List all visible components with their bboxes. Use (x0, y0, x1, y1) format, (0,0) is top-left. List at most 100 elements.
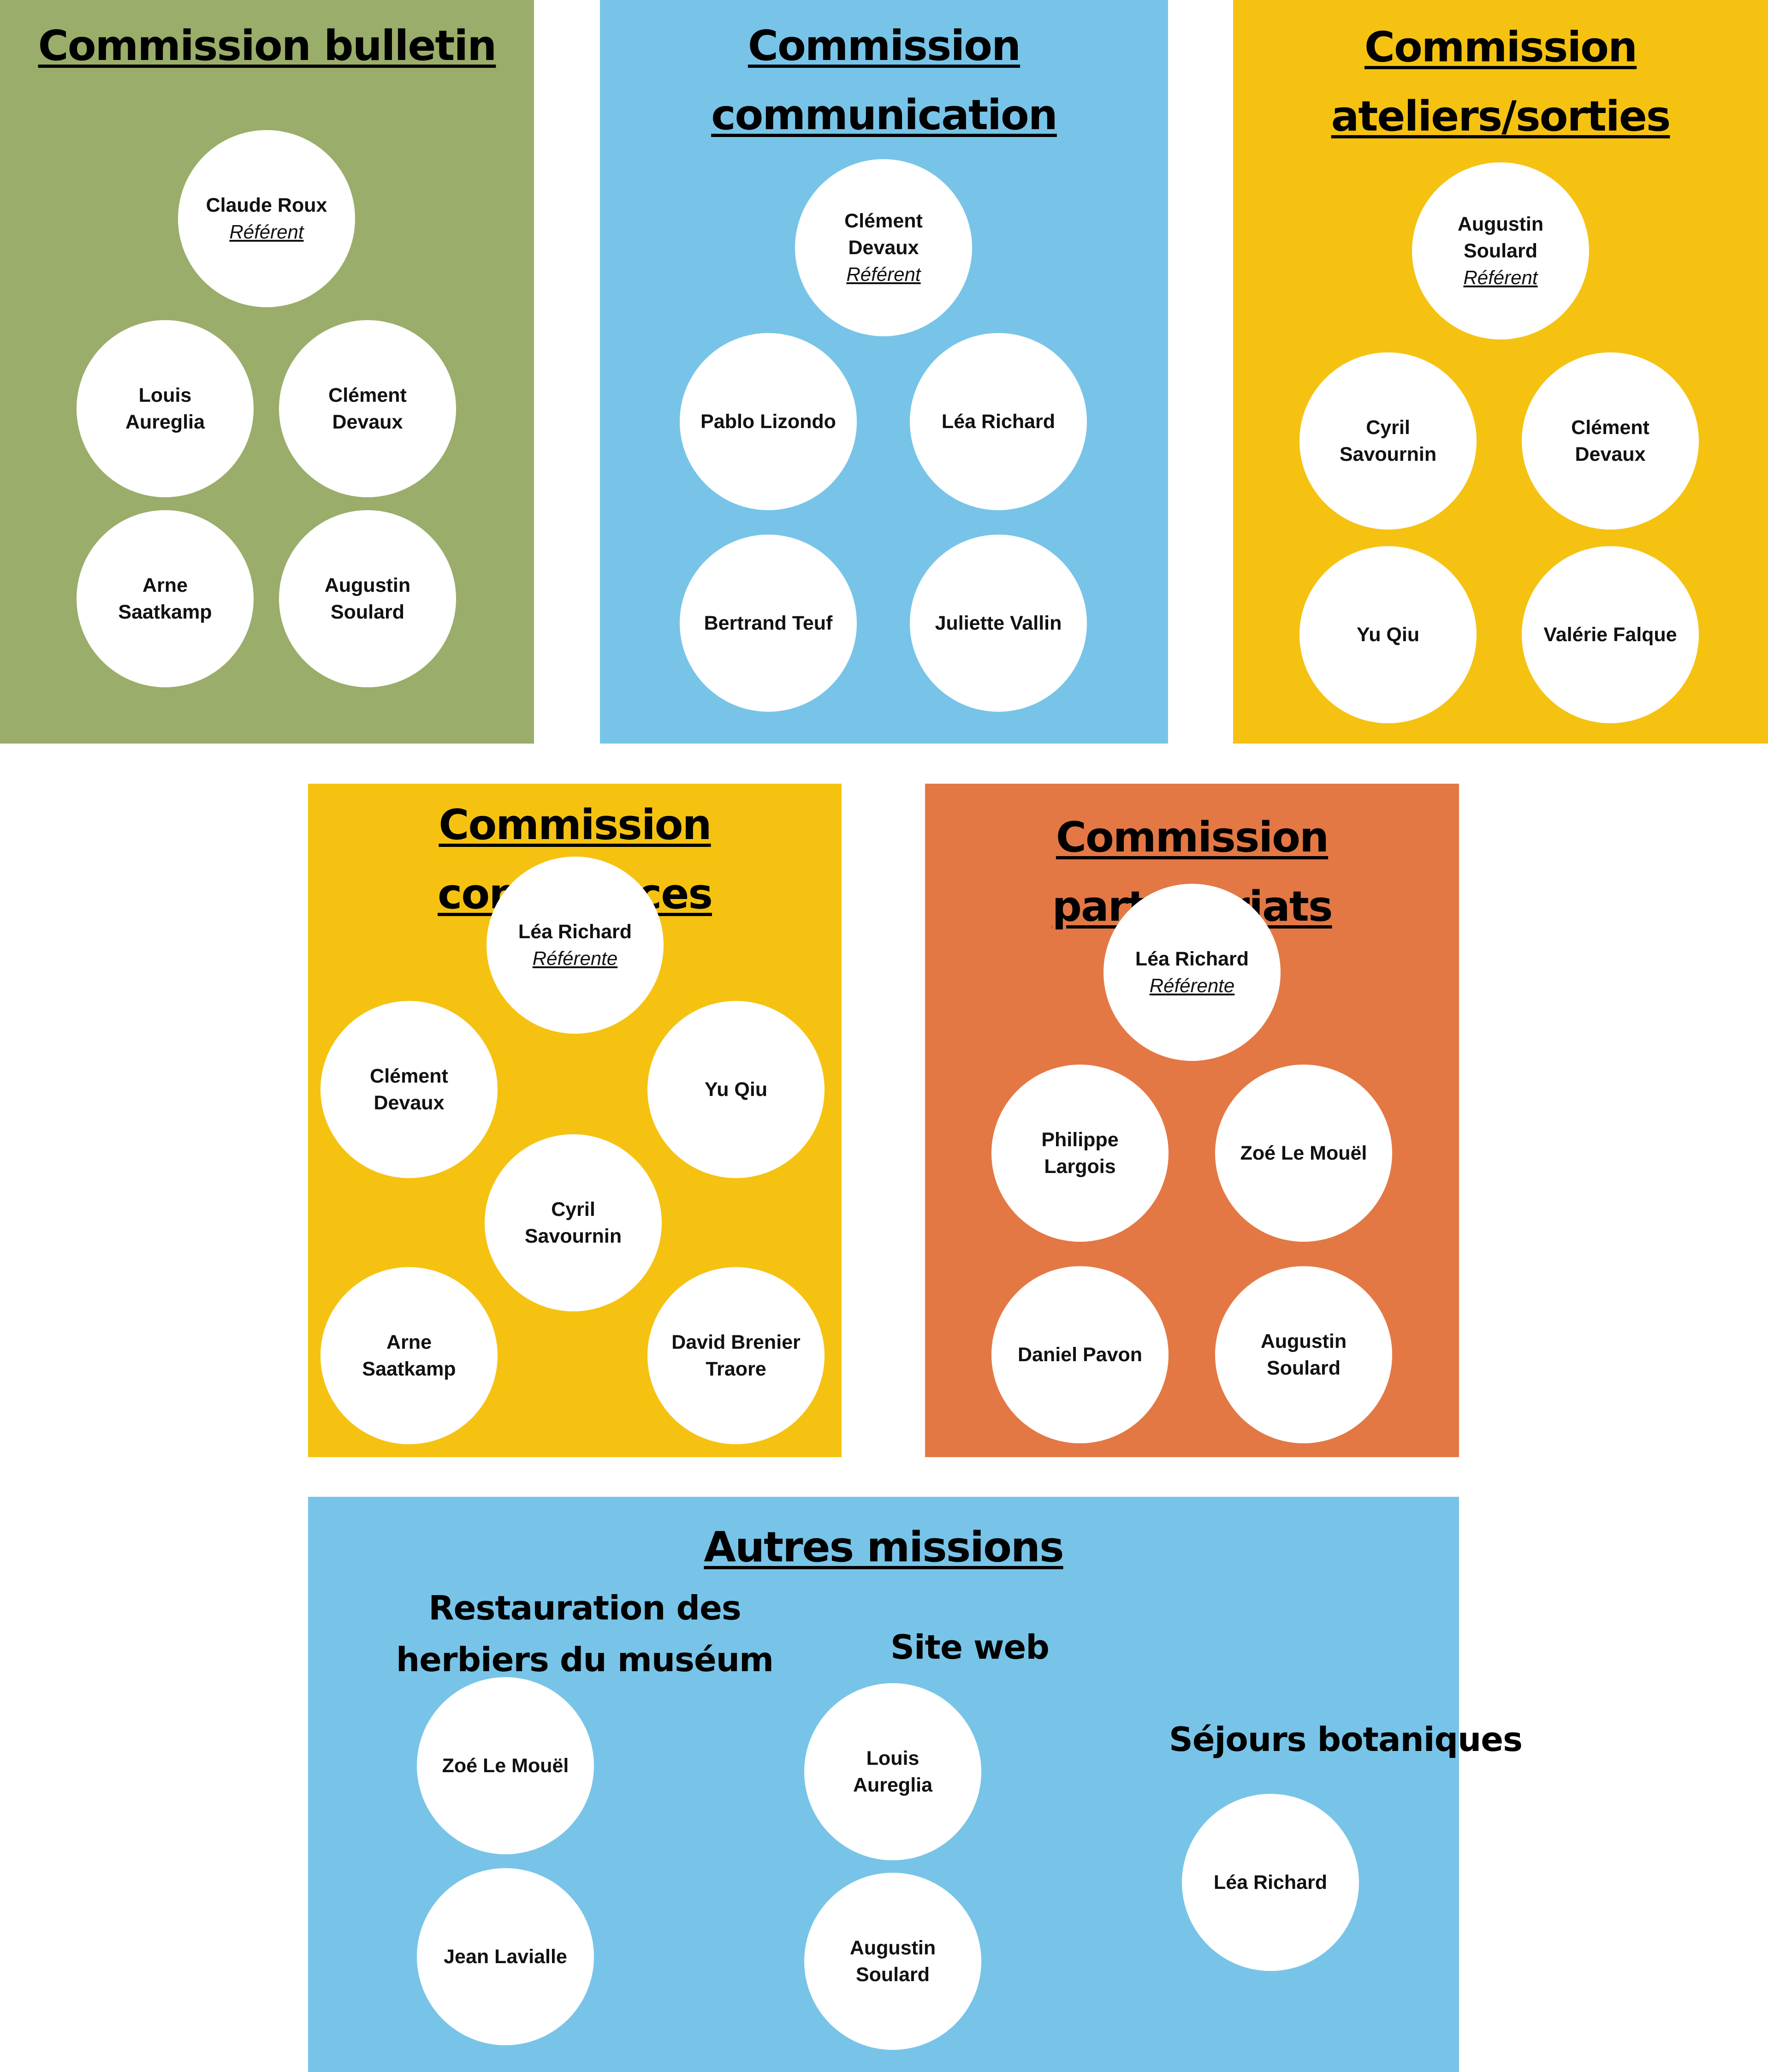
member-name: Augustin (1260, 1330, 1347, 1352)
member-name: Léa Richard (1213, 1871, 1328, 1893)
member-name: David Brenier (671, 1331, 801, 1353)
member-name: Savournin (1339, 443, 1437, 465)
member-circle-zoe-le-mouel: Zoé Le Mouël (1215, 1065, 1392, 1242)
member-name: Claude Roux (206, 194, 327, 216)
member-name: Largois (1044, 1155, 1116, 1178)
member-name: Saatkamp (118, 601, 212, 623)
member-name: Léa Richard (1135, 948, 1249, 970)
autres-missions-title: Autres missions (308, 1513, 1459, 1582)
mission-title-sejours: Séjours botaniques (1092, 1714, 1599, 1765)
member-name: Devaux (374, 1092, 445, 1114)
member-circle-juliette-vallin: Juliette Vallin (910, 535, 1087, 712)
member-circle-valerie-falque: Valérie Falque (1522, 546, 1699, 723)
panel-commission-conferences: Commission conférencesLéa RichardRéféren… (308, 784, 842, 1457)
mission-title-herbiers: Restauration des herbiers du muséum (317, 1582, 852, 1685)
member-circle-daniel-pavon: Daniel Pavon (991, 1266, 1169, 1443)
member-name: Valérie Falque (1543, 624, 1677, 646)
member-name: Pablo Lizondo (700, 411, 836, 433)
member-circle-lea-richard: Léa Richard (1182, 1794, 1359, 1971)
commission-title-line: ateliers/sorties (1331, 92, 1671, 141)
member-name: Philippe (1041, 1129, 1119, 1151)
member-circle-yu-qiu: Yu Qiu (647, 1001, 825, 1178)
member-name: Clément (370, 1065, 448, 1087)
member-name: Juliette Vallin (935, 612, 1062, 634)
commission-title: Commission communication (600, 12, 1168, 150)
member-name: Augustin (1457, 213, 1544, 235)
member-circle-lea-richard: Léa Richard (910, 333, 1087, 510)
member-name: Daniel Pavon (1017, 1344, 1143, 1366)
member-name: Yu Qiu (1356, 624, 1420, 646)
member-name: Louis (138, 384, 192, 406)
member-name: Aureglia (853, 1774, 933, 1796)
mission-title-line: herbiers du muséum (396, 1640, 774, 1679)
member-name: Cyril (551, 1198, 595, 1221)
member-name: Cyril (1366, 417, 1410, 439)
commission-title-line: Commission (748, 22, 1021, 70)
member-role: Référent (846, 263, 921, 285)
member-role: Référent (229, 221, 304, 243)
commission-title: Commission bulletin (0, 12, 534, 81)
mission-title-line: Site web (890, 1628, 1050, 1667)
member-name: Zoé Le Mouël (442, 1755, 569, 1777)
member-name: Clément (1571, 417, 1649, 439)
member-name: Clément (844, 210, 923, 232)
commission-title-line: Commission bulletin (38, 22, 497, 70)
member-name: Jean Lavialle (444, 1946, 567, 1968)
member-name: Devaux (848, 237, 919, 259)
member-role: Référente (532, 947, 618, 969)
mission-title-line: Restauration des (428, 1589, 742, 1627)
member-name: Traore (706, 1358, 766, 1380)
member-name: Arne (386, 1331, 432, 1353)
member-role: Référente (1149, 975, 1235, 996)
autres-missions-title-line: Autres missions (704, 1523, 1064, 1572)
member-role: Référent (1463, 267, 1538, 288)
member-name: Augustin (849, 1937, 936, 1959)
member-circle-yu-qiu: Yu Qiu (1299, 546, 1477, 723)
panel-commission-partenariats: Commission partenariatsLéa RichardRéfére… (925, 784, 1459, 1457)
member-name: Soulard (855, 1964, 930, 1986)
member-name: Soulard (330, 601, 405, 623)
member-name: Louis (866, 1747, 920, 1769)
member-name: Yu Qiu (704, 1078, 768, 1101)
member-name: Zoé Le Mouël (1240, 1142, 1367, 1164)
member-name: Savournin (524, 1225, 622, 1247)
member-circle-zoe-le-mouel: Zoé Le Mouël (417, 1677, 594, 1854)
member-name: Léa Richard (941, 411, 1056, 433)
member-name: Léa Richard (518, 921, 632, 943)
member-circle-pablo-lizondo: Pablo Lizondo (680, 333, 857, 510)
commission-title-line: communication (711, 91, 1058, 139)
member-name: Augustin (324, 574, 411, 596)
member-name: Clément (328, 384, 407, 406)
member-name: Saatkamp (362, 1358, 456, 1380)
member-name: Arne (142, 574, 188, 596)
mission-title-line: Séjours botaniques (1169, 1720, 1523, 1759)
member-name: Soulard (1463, 240, 1538, 262)
member-name: Aureglia (125, 411, 205, 433)
member-name: Devaux (1575, 443, 1646, 465)
member-name: Devaux (332, 411, 403, 433)
mission-title-siteweb: Site web (861, 1621, 1078, 1673)
